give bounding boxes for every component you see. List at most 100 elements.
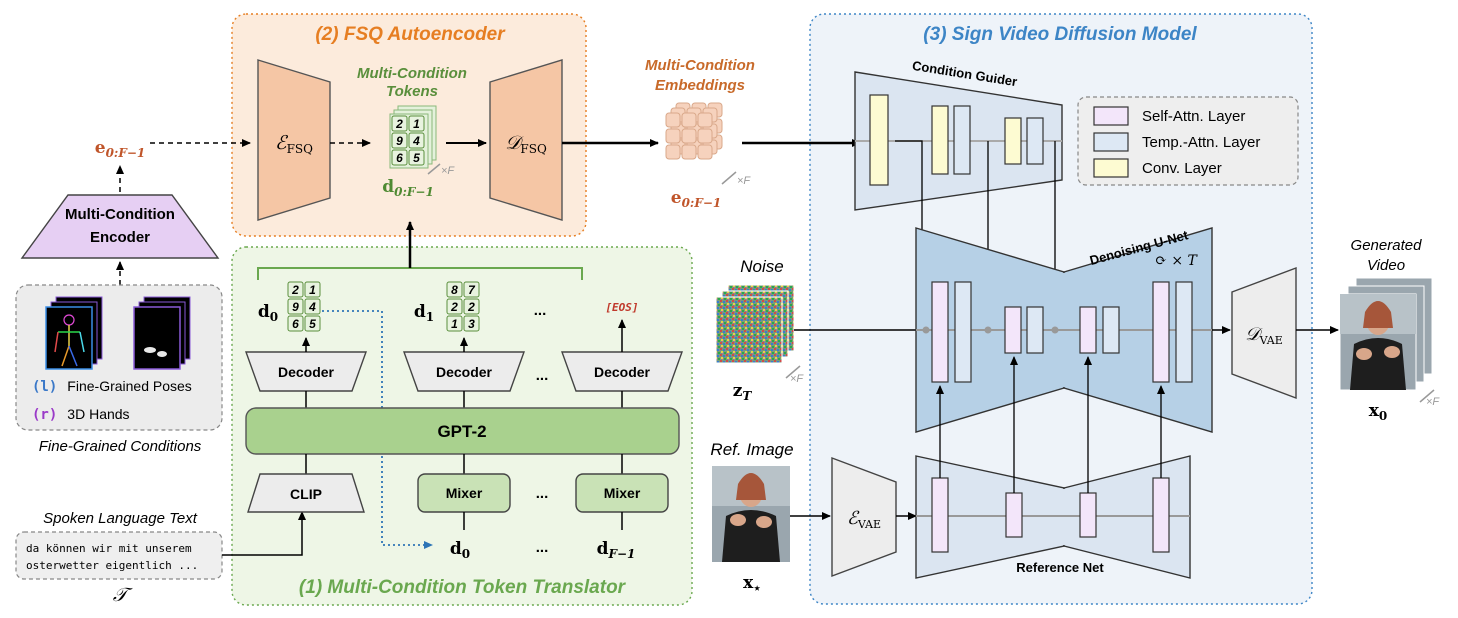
fsq-token-value: 6 bbox=[396, 151, 403, 165]
generated-video-stack bbox=[1339, 277, 1433, 391]
d1-token-cell bbox=[463, 315, 480, 332]
generated-video-label-2: Video bbox=[1367, 257, 1405, 274]
refnet-self-attn-2 bbox=[1005, 492, 1023, 538]
translator-ellipsis-mixer: ... bbox=[536, 485, 549, 502]
unet-temp-attn-3 bbox=[1102, 306, 1120, 354]
translator-decoder-2 bbox=[403, 351, 525, 392]
fsq-token-cell bbox=[391, 132, 408, 149]
hands-thumbnail bbox=[133, 296, 191, 370]
d1-token-cell bbox=[446, 315, 463, 332]
legend-label: Conv. Layer bbox=[1142, 160, 1222, 177]
fine-grained-conditions-caption: Fine-Grained Conditions bbox=[39, 438, 202, 455]
fsq-decoder-label: 𝒟FSQ bbox=[505, 132, 547, 156]
fsq-encoder-label: ℰFSQ bbox=[275, 132, 313, 156]
multi-condition-encoder-label-2: Encoder bbox=[90, 229, 150, 246]
d1-token-value: 2 bbox=[467, 300, 475, 314]
ref-image bbox=[712, 466, 790, 562]
translator-decoder-1-label: Decoder bbox=[278, 364, 335, 380]
translator-bracket bbox=[257, 267, 583, 280]
noise-times-f: ×F bbox=[790, 373, 804, 385]
noise-caption: Noise bbox=[740, 257, 783, 276]
fsq-token-cell bbox=[408, 115, 425, 132]
d1-token-cell bbox=[463, 298, 480, 315]
d0-token-cell bbox=[304, 281, 321, 298]
unet-self-attn-2 bbox=[1004, 306, 1022, 354]
d0-token-cell bbox=[304, 315, 321, 332]
translator-title: (1) Multi-Condition Token Translator bbox=[299, 577, 627, 598]
encoder-output-var: e0:F−1 bbox=[95, 138, 146, 160]
d0-token-value: 9 bbox=[292, 300, 299, 314]
ref-image-var: x⋆ bbox=[743, 573, 761, 595]
mixer-input-d0: d0 bbox=[450, 539, 470, 561]
guider-temp-2 bbox=[1026, 117, 1044, 165]
translator-decoder-1 bbox=[245, 351, 367, 392]
vae-encoder-label: ℰVAE bbox=[847, 508, 881, 531]
d1-token-cell bbox=[463, 281, 480, 298]
fsq-decoder-block bbox=[489, 59, 563, 221]
embedding-cell bbox=[681, 112, 697, 128]
unet-loop-label: ⟳ × T bbox=[1155, 253, 1198, 269]
refnet-self-attn-1 bbox=[931, 477, 949, 553]
d0-token-cell bbox=[287, 298, 304, 315]
video-times-f: ×F bbox=[1426, 396, 1440, 408]
embedding-cell bbox=[681, 144, 697, 160]
noise-diag bbox=[785, 365, 801, 379]
translator-decoder-2-label: Decoder bbox=[436, 364, 493, 380]
unet-self-attn-4 bbox=[1152, 281, 1170, 383]
d0-token-value: 1 bbox=[309, 283, 316, 297]
guider-conv-1 bbox=[869, 94, 889, 186]
translator-decoder-3 bbox=[561, 351, 683, 392]
unet-temp-attn-2 bbox=[1026, 306, 1044, 354]
translator-d0-label: d0 bbox=[258, 302, 278, 324]
d0-token-cell bbox=[304, 298, 321, 315]
multi-condition-encoder-label-1: Multi-Condition bbox=[65, 206, 175, 223]
gpt2-label: GPT-2 bbox=[437, 422, 486, 441]
fsq-token-value: 5 bbox=[413, 151, 420, 165]
video-diag bbox=[1419, 389, 1435, 403]
legend-swatch bbox=[1093, 106, 1129, 126]
noise-stack bbox=[715, 284, 795, 364]
embedding-cell bbox=[697, 144, 713, 160]
unet-self-attn-1 bbox=[931, 281, 949, 383]
fsq-encoder-block bbox=[257, 59, 331, 221]
diffusion-title: (3) Sign Video Diffusion Model bbox=[923, 24, 1197, 45]
multi-condition-encoder bbox=[20, 194, 220, 259]
d1-token-value: 2 bbox=[450, 300, 458, 314]
vae-encoder bbox=[831, 456, 897, 578]
vae-decoder-label: 𝒟VAE bbox=[1245, 324, 1283, 347]
spoken-text-caption: Spoken Language Text bbox=[43, 510, 198, 527]
clip-label: CLIP bbox=[290, 486, 322, 502]
fsq-token-cell bbox=[408, 132, 425, 149]
unet-temp-attn-1 bbox=[954, 281, 972, 383]
guider-conv-3 bbox=[1004, 117, 1022, 165]
vae-decoder bbox=[1231, 266, 1297, 400]
noise-var: zT bbox=[733, 381, 753, 403]
unet-join-2 bbox=[984, 326, 992, 334]
fsq-tokens-times-f: ×F bbox=[441, 165, 455, 177]
pose-thumbnail bbox=[45, 296, 103, 370]
embeddings-times-f: ×F bbox=[737, 175, 751, 187]
translator-eos: [EOS] bbox=[605, 301, 638, 314]
d0-token-value: 2 bbox=[291, 283, 299, 297]
embedding-cell bbox=[665, 112, 681, 128]
legend-swatch bbox=[1093, 132, 1129, 152]
d0-token-value: 4 bbox=[308, 300, 316, 314]
d1-token-value: 7 bbox=[468, 283, 476, 297]
generated-video-var: x0 bbox=[1369, 401, 1388, 423]
fsq-token-value: 1 bbox=[413, 117, 420, 131]
unet-temp-attn-4 bbox=[1175, 281, 1193, 383]
translator-decoder-3-label: Decoder bbox=[594, 364, 651, 380]
mixer-input-dF: dF−1 bbox=[597, 539, 636, 561]
spoken-text-symbol: 𝒯 bbox=[113, 584, 133, 606]
generated-video-label-1: Generated bbox=[1351, 237, 1423, 254]
fsq-token-cell bbox=[391, 149, 408, 166]
d1-token-value: 1 bbox=[451, 317, 458, 331]
d0-token-cell bbox=[287, 281, 304, 298]
d1-token-value: 8 bbox=[451, 283, 458, 297]
condition-hands: (r)3D Hands bbox=[32, 406, 130, 423]
spoken-text-line-1: da können wir mit unserem bbox=[26, 542, 192, 555]
mixer-2-label: Mixer bbox=[604, 485, 641, 501]
unet-self-attn-3 bbox=[1079, 306, 1097, 354]
